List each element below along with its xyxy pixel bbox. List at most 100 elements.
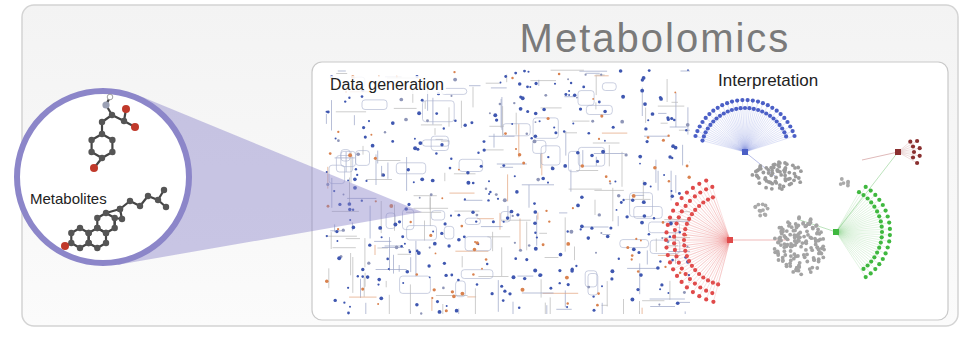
metabolite-dot	[544, 94, 547, 97]
network-node	[790, 225, 794, 229]
metabolite-dot	[605, 175, 608, 178]
pathway-line	[622, 152, 623, 187]
metabolite-dot	[686, 165, 689, 168]
pathway-loop	[422, 140, 449, 146]
network-node	[751, 99, 755, 103]
metabolite-dot	[475, 241, 479, 245]
metabolite-dot	[641, 78, 644, 81]
metabolite-dot	[678, 192, 681, 195]
network-node	[810, 236, 814, 240]
pathway-loop	[362, 100, 387, 110]
metabolite-dot	[514, 72, 517, 75]
pathway-line	[374, 241, 391, 242]
metabolite-dot	[485, 188, 488, 191]
network-node	[716, 106, 720, 110]
network-node	[805, 229, 809, 233]
metabolite-dot	[640, 89, 644, 93]
network-node	[873, 267, 877, 271]
network-edge	[706, 240, 730, 299]
atom	[117, 206, 123, 212]
metabolite-dot	[671, 195, 674, 198]
network-node	[758, 181, 762, 185]
network-node	[770, 187, 774, 191]
metabolite-dot	[601, 150, 605, 154]
network-edge	[745, 127, 790, 153]
network-edge	[836, 221, 881, 232]
metabolite-dot	[686, 123, 690, 127]
network-edge	[675, 240, 730, 250]
pathway-line	[541, 279, 542, 297]
network-edge	[836, 232, 874, 257]
pathway-line	[352, 257, 353, 293]
network-edge	[800, 220, 836, 232]
network-edge	[898, 148, 920, 152]
metabolite-dot	[519, 249, 522, 252]
network-node	[779, 226, 783, 230]
metabolite-dot	[643, 102, 647, 106]
metabolite-dot	[540, 274, 543, 277]
pathway-line	[382, 247, 404, 248]
network-node	[908, 140, 912, 144]
metabolite-dot	[421, 99, 424, 102]
metabolite-dot	[347, 312, 350, 315]
metabolite-dot	[416, 148, 419, 151]
network-node	[688, 277, 692, 281]
metabolite-dot	[567, 230, 569, 232]
network-node	[888, 233, 892, 237]
metabolite-dot	[558, 73, 561, 76]
metabolite-dot	[361, 95, 364, 98]
metabolite-dot	[495, 118, 498, 121]
pathway-line	[333, 247, 356, 248]
metabolite-dot	[442, 287, 445, 290]
metabolite-dot	[533, 269, 537, 273]
atom	[109, 137, 115, 143]
pathway-line	[335, 157, 355, 158]
network-node	[711, 109, 715, 113]
pathway-line	[336, 73, 347, 74]
network-node	[788, 124, 792, 128]
pathway-line	[507, 174, 508, 201]
atom	[112, 215, 118, 221]
metabolite-dot	[504, 75, 507, 78]
network-node	[677, 215, 681, 219]
metabolite-dot	[529, 86, 531, 88]
pathway-line	[501, 247, 502, 276]
pathway-line	[570, 170, 571, 192]
metabolite-dot	[493, 113, 497, 117]
metabolite-dot	[647, 136, 650, 139]
atom	[145, 193, 151, 199]
network-node	[817, 257, 821, 261]
pathway-line	[467, 296, 476, 297]
pathway-line	[609, 145, 610, 166]
pathway-loop	[461, 270, 493, 279]
network-node	[766, 207, 770, 211]
network-node	[680, 267, 684, 271]
metabolite-dot	[342, 229, 345, 232]
pathway-loop	[459, 159, 483, 171]
pathway-line	[492, 232, 493, 251]
metabolite-dot	[438, 310, 442, 314]
network-node	[814, 240, 818, 244]
network-node	[804, 241, 808, 245]
metabolite-dot	[545, 210, 547, 212]
atom	[68, 230, 74, 236]
metabolite-dot	[526, 85, 529, 88]
pathway-line	[675, 175, 676, 193]
network-node	[720, 103, 724, 107]
metabolite-dot	[417, 251, 421, 255]
network-edge	[697, 131, 745, 152]
pathway-loop	[578, 91, 594, 106]
metabolite-dot	[624, 153, 627, 156]
metabolite-dot	[404, 118, 408, 122]
pathway-line	[667, 79, 668, 102]
pathway-line	[645, 108, 646, 123]
metabolite-dot	[567, 283, 570, 286]
network-node	[872, 255, 876, 259]
network-node	[693, 134, 697, 138]
metabolite-dot	[377, 283, 379, 285]
metabolite-dot	[526, 110, 529, 113]
network-node	[786, 237, 790, 241]
pathway-line	[377, 151, 378, 164]
pathway-line	[425, 101, 426, 109]
network-node	[725, 101, 729, 105]
